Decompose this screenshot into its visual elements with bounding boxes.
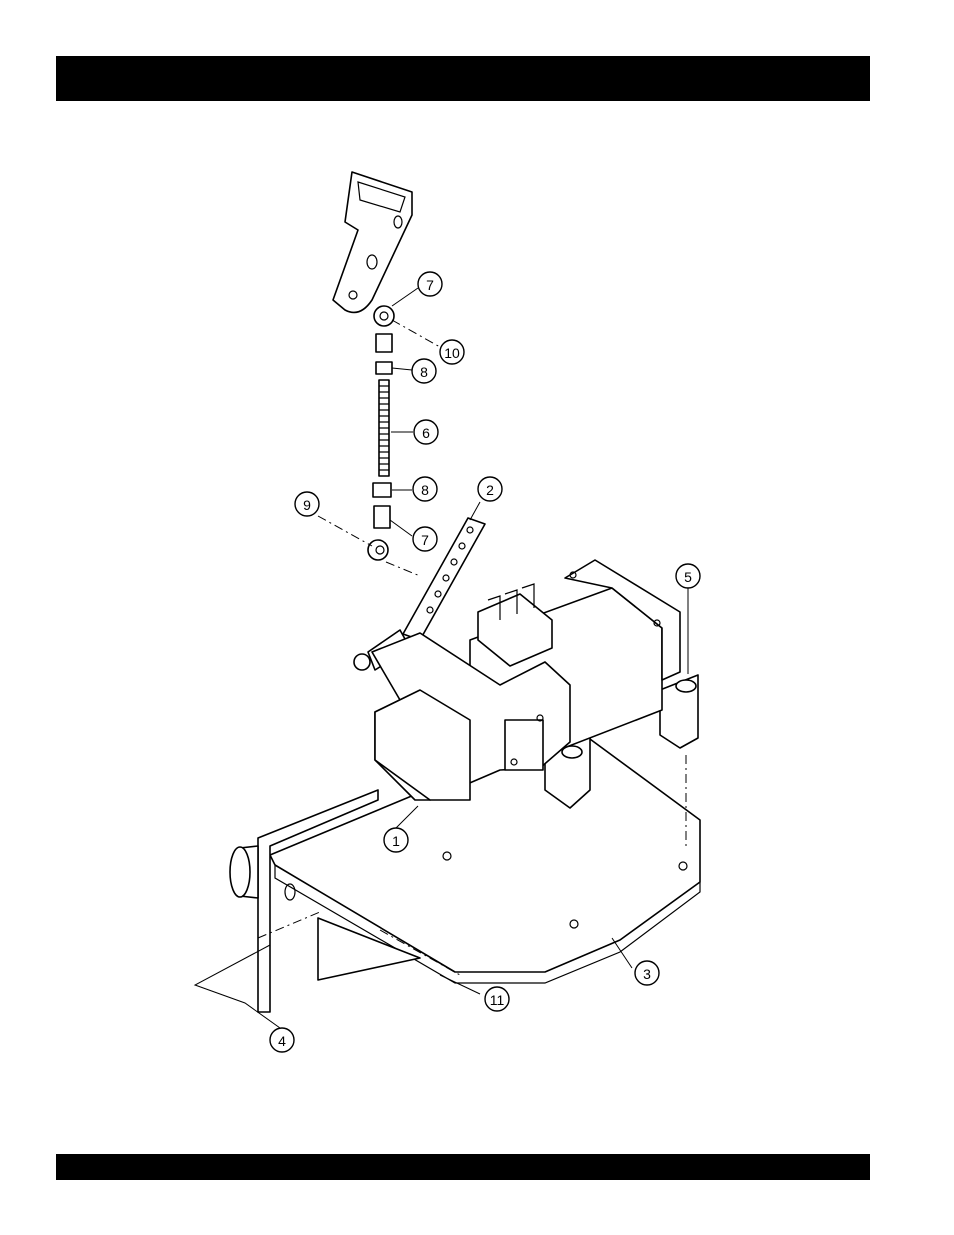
shaft	[230, 846, 258, 898]
callout-11-label: 11	[490, 992, 505, 1008]
callout-8-bottom-label: 8	[421, 482, 429, 498]
callout-8-bottom: 8	[413, 477, 437, 501]
callout-4: 4	[270, 1028, 294, 1052]
callout-6: 6	[414, 420, 438, 444]
callout-2: 2	[478, 477, 502, 501]
callout-8-top: 8	[412, 359, 436, 383]
callout-9: 9	[295, 492, 319, 516]
leader-2	[470, 502, 480, 520]
leader-7-bottom	[390, 520, 412, 536]
footer-bar	[56, 1154, 870, 1180]
centerline-pin-top	[392, 320, 440, 347]
rod-end-top	[374, 306, 394, 352]
callout-11: 11	[485, 987, 509, 1011]
callout-3: 3	[635, 961, 659, 985]
leader-7-top	[392, 288, 418, 306]
callout-4-label: 4	[278, 1033, 286, 1049]
leader-3	[612, 938, 632, 968]
centerline-link	[386, 562, 420, 576]
callout-7-top: 7	[418, 272, 442, 296]
callout-9-label: 9	[303, 497, 311, 513]
threaded-rod	[379, 380, 389, 476]
callout-3-label: 3	[643, 966, 651, 982]
callout-7-bottom: 7	[413, 527, 437, 551]
callout-10-label: 10	[444, 345, 460, 361]
callout-8-top-label: 8	[420, 364, 428, 380]
mount-foot-rear	[660, 675, 698, 748]
callout-6-label: 6	[422, 425, 430, 441]
leader-11	[440, 975, 480, 994]
centerline-pin-bottom	[318, 516, 372, 546]
callout-10: 10	[440, 340, 464, 364]
jam-nut-bottom	[373, 483, 391, 497]
leader-8-top	[392, 368, 412, 370]
rod-end-bottom	[368, 506, 390, 560]
callout-5: 5	[676, 564, 700, 588]
callout-7-bottom-label: 7	[421, 532, 429, 548]
callout-1-label: 1	[392, 833, 400, 849]
callout-5-label: 5	[684, 569, 692, 585]
callout-1: 1	[384, 828, 408, 852]
callout-7-top-label: 7	[426, 277, 434, 293]
upper-bracket	[333, 172, 412, 312]
jam-nut-top	[376, 362, 392, 374]
callout-2-label: 2	[486, 482, 494, 498]
